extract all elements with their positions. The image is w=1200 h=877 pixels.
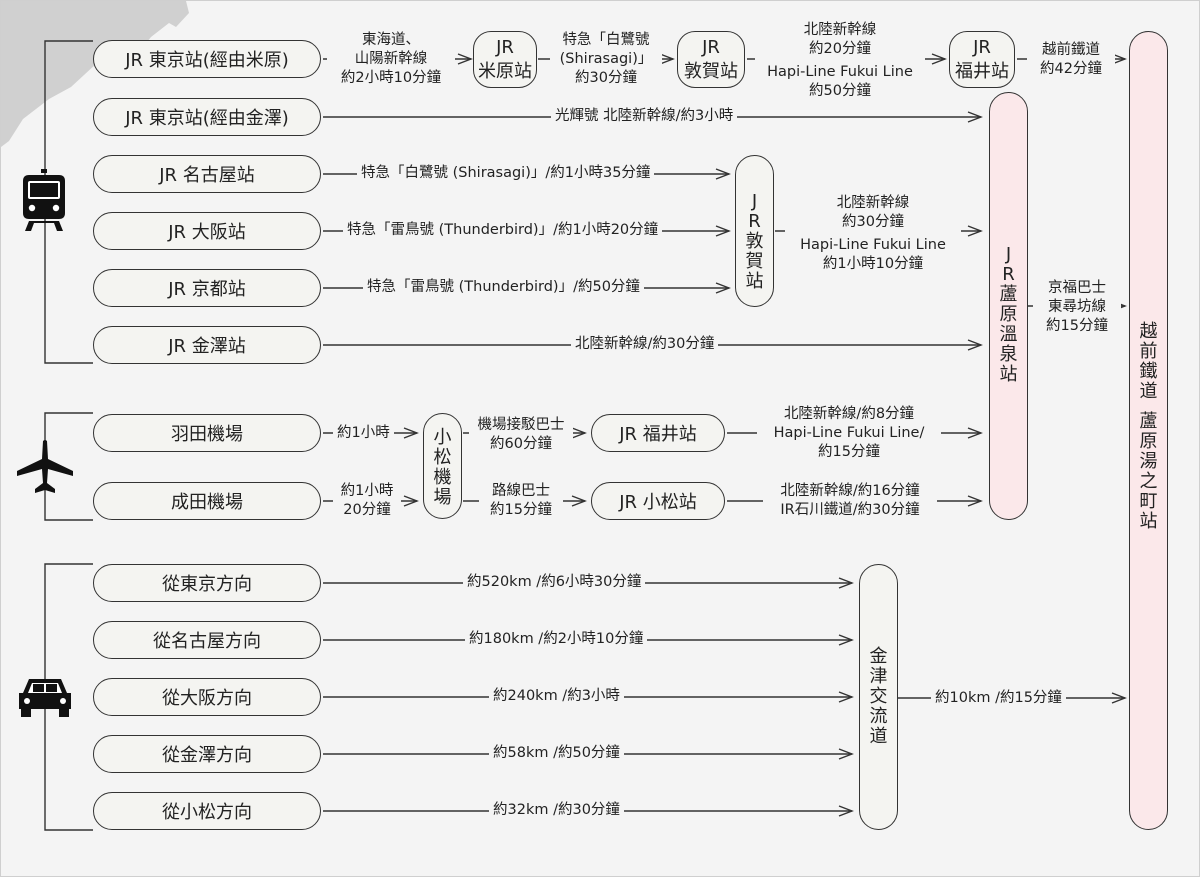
- komatsu-airport: 小松機場: [423, 413, 462, 519]
- origin-narita: 成田機場: [93, 482, 321, 520]
- origin-car-komatsu: 從小松方向: [93, 792, 321, 830]
- label-car-tokyo: 約520km /約6小時30分鐘: [463, 573, 646, 592]
- label-car-kanazawa: 約58km /約50分鐘: [489, 744, 624, 763]
- origin-haneda: 羽田機場: [93, 414, 321, 452]
- car-icon: [19, 679, 71, 717]
- origin-tokyo-via-maibara: JR 東京站(經由米原): [93, 40, 321, 78]
- origin-car-nagoya: 從名古屋方向: [93, 621, 321, 659]
- label-kyoto-route: 特急「雷鳥號 (Thunderbird)」/約50分鐘: [363, 278, 644, 297]
- origin-tokyo-via-kanazawa: JR 東京站(經由金澤): [93, 98, 321, 136]
- origin-kyoto: JR 京都站: [93, 269, 321, 307]
- label-fukui-destination: 越前鐵道約42分鐘: [1027, 41, 1115, 79]
- origin-kanazawa: JR 金澤站: [93, 326, 321, 364]
- map-fragment: [1, 1, 189, 147]
- airplane-icon: [17, 440, 73, 493]
- origin-car-osaka: 從大阪方向: [93, 678, 321, 716]
- label-awara-destination: 京福巴士東尋坊線約15分鐘: [1033, 279, 1121, 336]
- label-nagoya-route: 特急「白鷺號 (Shirasagi)」/約1小時35分鐘: [357, 164, 655, 183]
- label-car-komatsu: 約32km /約30分鐘: [489, 801, 624, 820]
- label-route-bus: 路線巴士約15分鐘: [479, 482, 563, 520]
- label-tokyo-maibara: 東海道、山陽新幹線約2小時10分鐘: [327, 31, 455, 88]
- origin-car-kanazawa: 從金澤方向: [93, 735, 321, 773]
- origin-nagoya: JR 名古屋站: [93, 155, 321, 193]
- kanazu-interchange: 金津交流道: [859, 564, 898, 830]
- label-ic-destination: 約10km /約15分鐘: [931, 689, 1066, 708]
- label-kanazawa-route: 北陸新幹線/約30分鐘: [571, 335, 719, 354]
- destination-awarayunomachi: 越前鐵道蘆原湯之町站: [1129, 31, 1168, 830]
- station-fukui-air: JR 福井站: [591, 414, 725, 452]
- label-car-nagoya: 約180km /約2小時10分鐘: [465, 630, 648, 649]
- label-maibara-tsuruga: 特急「白鷺號(Shirasagi)」約30分鐘: [550, 31, 662, 88]
- station-komatsu: JR 小松站: [591, 482, 725, 520]
- label-airport-bus: 機場接駁巴士約60分鐘: [469, 416, 573, 454]
- label-car-osaka: 約240km /約3小時: [489, 687, 624, 706]
- origin-osaka: JR 大阪站: [93, 212, 321, 250]
- label-kanazawa-via: 光輝號 北陸新幹線/約3小時: [551, 107, 738, 126]
- label-haneda-time: 約1小時: [333, 424, 394, 443]
- origin-car-tokyo: 從東京方向: [93, 564, 321, 602]
- train-icon: [23, 169, 65, 231]
- label-osaka-route: 特急「雷鳥號 (Thunderbird)」/約1小時20分鐘: [343, 221, 663, 240]
